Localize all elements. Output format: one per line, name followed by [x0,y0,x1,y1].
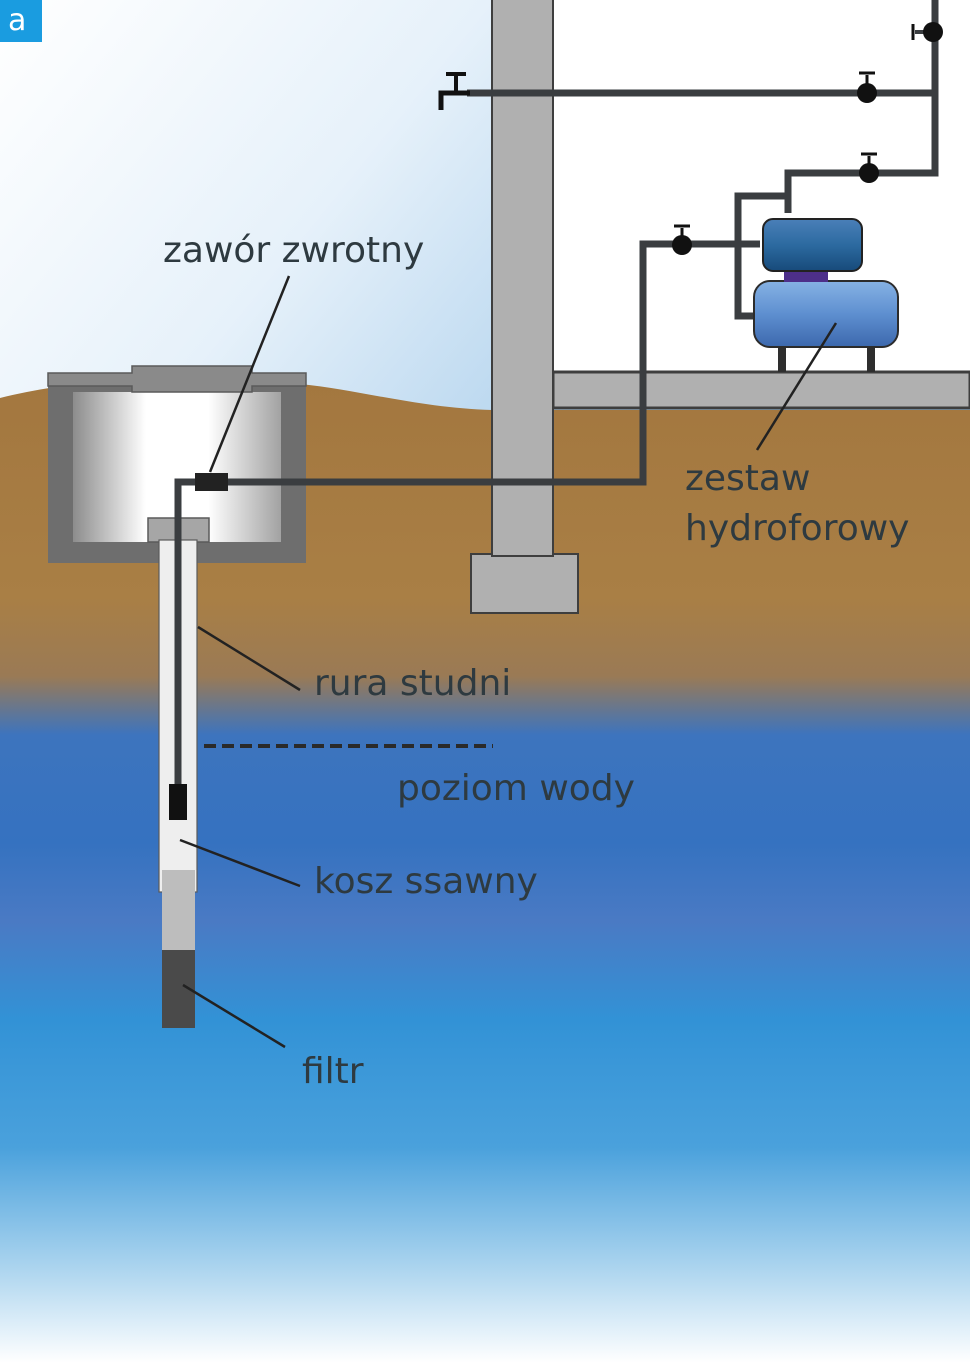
label-filter: filtr [302,1051,364,1092]
label-suction-basket: kosz ssawny [314,861,538,902]
valve-branch [857,71,877,103]
check-valve [195,473,228,491]
suction-basket [169,784,187,820]
floor-slab [551,370,970,410]
pump-motor [762,218,863,272]
label-pressure-set-line2: hydroforowy [685,508,910,549]
leader-filter [182,983,286,1049]
label-water-level: poziom wody [397,768,635,809]
valve-outlet [859,152,879,183]
tank-connector-pipe [734,192,788,320]
faucet [438,72,470,110]
label-well-pipe: rura studni [314,663,511,704]
leader-check-valve [208,275,291,473]
well-chamber-lid [47,365,307,393]
pressure-tank-legs [778,340,786,372]
label-pressure-set-line1: zestaw [685,458,810,499]
foundation-wall [491,0,554,557]
leader-pressure-set [755,322,838,451]
leader-well-pipe [197,625,301,692]
foundation-footing [470,553,579,614]
label-check-valve: zawór zwrotny [163,230,424,271]
corner-badge [0,0,42,42]
pressure-set [753,218,899,372]
valve-inlet [672,224,692,255]
corner-badge-letter: a [8,3,26,38]
well-casing-lower [162,870,195,952]
valve-top [911,22,943,42]
leader-suction-basket [179,838,301,888]
ground-and-aquifer [0,381,970,1363]
